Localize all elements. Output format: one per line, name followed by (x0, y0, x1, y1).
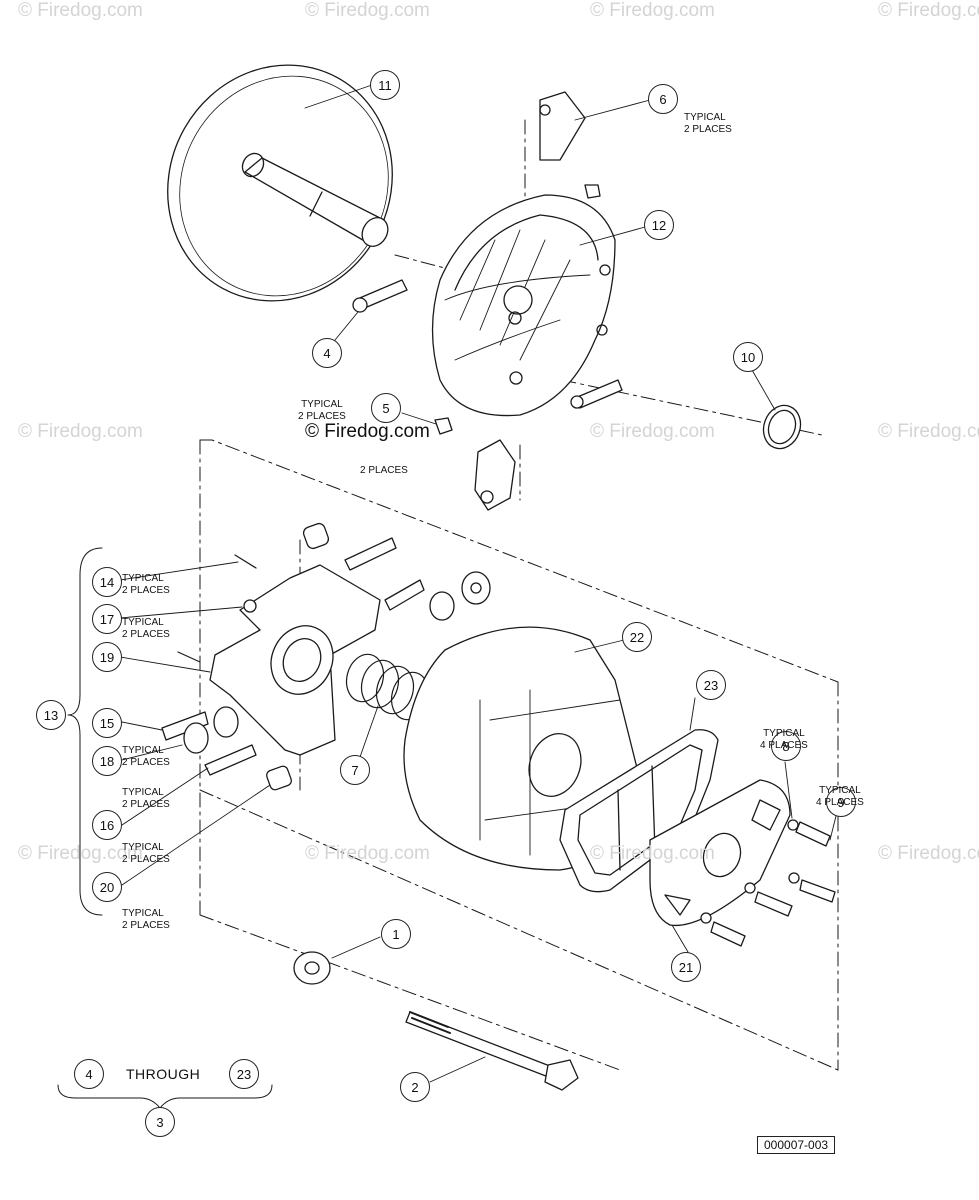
callout-10: 10 (733, 342, 763, 372)
legend-through-label: THROUGH (126, 1066, 201, 1082)
callout-20: 20 (92, 872, 122, 902)
watermark-center: © Firedog.com (305, 421, 430, 442)
callout-11: 11 (370, 70, 400, 100)
watermark: © Firedog.com (305, 843, 430, 864)
callout-6: 6 (648, 84, 678, 114)
callout-22: 22 (622, 622, 652, 652)
legend-to-callout: 23 (229, 1059, 259, 1089)
nut-part-5 (434, 417, 453, 435)
long-bolt-part-2 (405, 1011, 579, 1091)
callout-17: 17 (92, 604, 122, 634)
weight-part-6 (474, 91, 586, 511)
callout-16: 16 (92, 810, 122, 840)
bolts-parts-8-9 (700, 819, 836, 947)
bolt-part-4 (352, 279, 623, 409)
watermark: © Firedog.com (18, 0, 143, 21)
callout-7: 7 (340, 755, 370, 785)
callout-15: 15 (92, 708, 122, 738)
assembly-envelope-dashed (199, 119, 839, 1071)
callout-14: 14 (92, 567, 122, 597)
callout-2: 2 (400, 1072, 430, 1102)
leader-lines (119, 84, 841, 1083)
watermark: © Firedog.com (18, 421, 143, 442)
callout-12: 12 (644, 210, 674, 240)
watermark: © Firedog.com (878, 843, 979, 864)
cover-plate-part-21 (649, 779, 791, 927)
watermark: © Firedog.com (878, 0, 979, 21)
watermark: © Firedog.com (590, 421, 715, 442)
ring-part-10 (762, 404, 802, 450)
callout-18: 18 (92, 746, 122, 776)
legend-from-callout: 4 (74, 1059, 104, 1089)
callout-8: 8 (771, 731, 801, 761)
watermark: © Firedog.com (590, 843, 715, 864)
sheave-disc-part-11 (167, 64, 393, 302)
callout-19: 19 (92, 642, 122, 672)
callout-13: 13 (36, 700, 66, 730)
legend-parent-callout: 3 (145, 1107, 175, 1137)
drawing-number: 000007-003 (757, 1136, 836, 1154)
callout-5: 5 (371, 393, 401, 423)
callout-9: 9 (826, 787, 856, 817)
watermark: © Firedog.com (590, 0, 715, 21)
watermark: © Firedog.com (305, 0, 430, 21)
spider-assembly-part-13 (161, 522, 491, 791)
watermark: © Firedog.com (878, 421, 979, 442)
watermark: © Firedog.com (18, 843, 143, 864)
callout-1: 1 (381, 919, 411, 949)
bushing-part-1 (293, 951, 331, 985)
spider-housing-part-12 (431, 184, 616, 417)
callout-23: 23 (696, 670, 726, 700)
callout-21: 21 (671, 952, 701, 982)
callout-4: 4 (312, 338, 342, 368)
